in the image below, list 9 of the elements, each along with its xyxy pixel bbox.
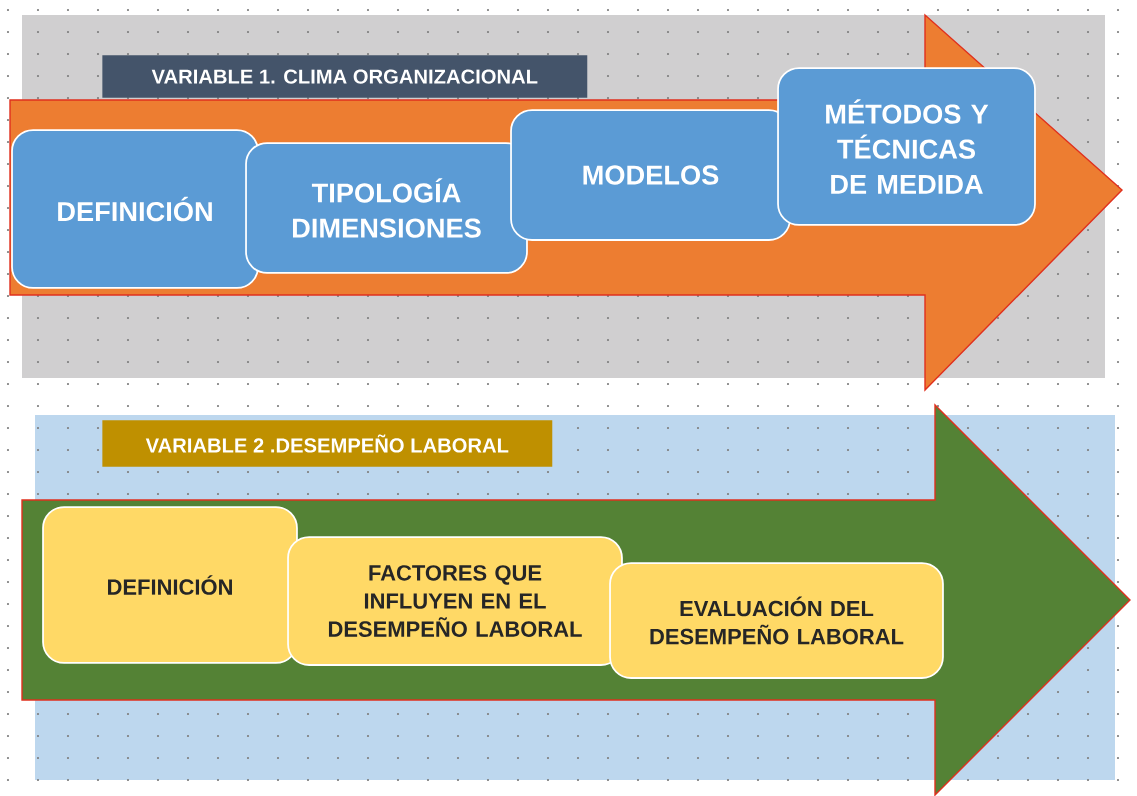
stage-box: MODELOS — [510, 109, 791, 241]
stage-box: EVALUACIÓN DEL DESEMPEÑO LABORAL — [609, 562, 944, 679]
title-box: VARIABLE 1. CLIMA ORGANIZACIONAL — [102, 55, 588, 98]
stage-box: DEFINICIÓN — [11, 129, 259, 289]
stage-box: TIPOLOGÍA DIMENSIONES — [245, 142, 528, 274]
stage-box: MÉTODOS Y TÉCNICAS DE MEDIDA — [777, 67, 1036, 226]
stage-box: DEFINICIÓN — [42, 506, 298, 664]
stage-box: FACTORES QUE INFLUYEN EN EL DESEMPEÑO LABORAL — [287, 536, 623, 666]
title-box: VARIABLE 2 .DESEMPEÑO LABORAL — [102, 420, 553, 467]
